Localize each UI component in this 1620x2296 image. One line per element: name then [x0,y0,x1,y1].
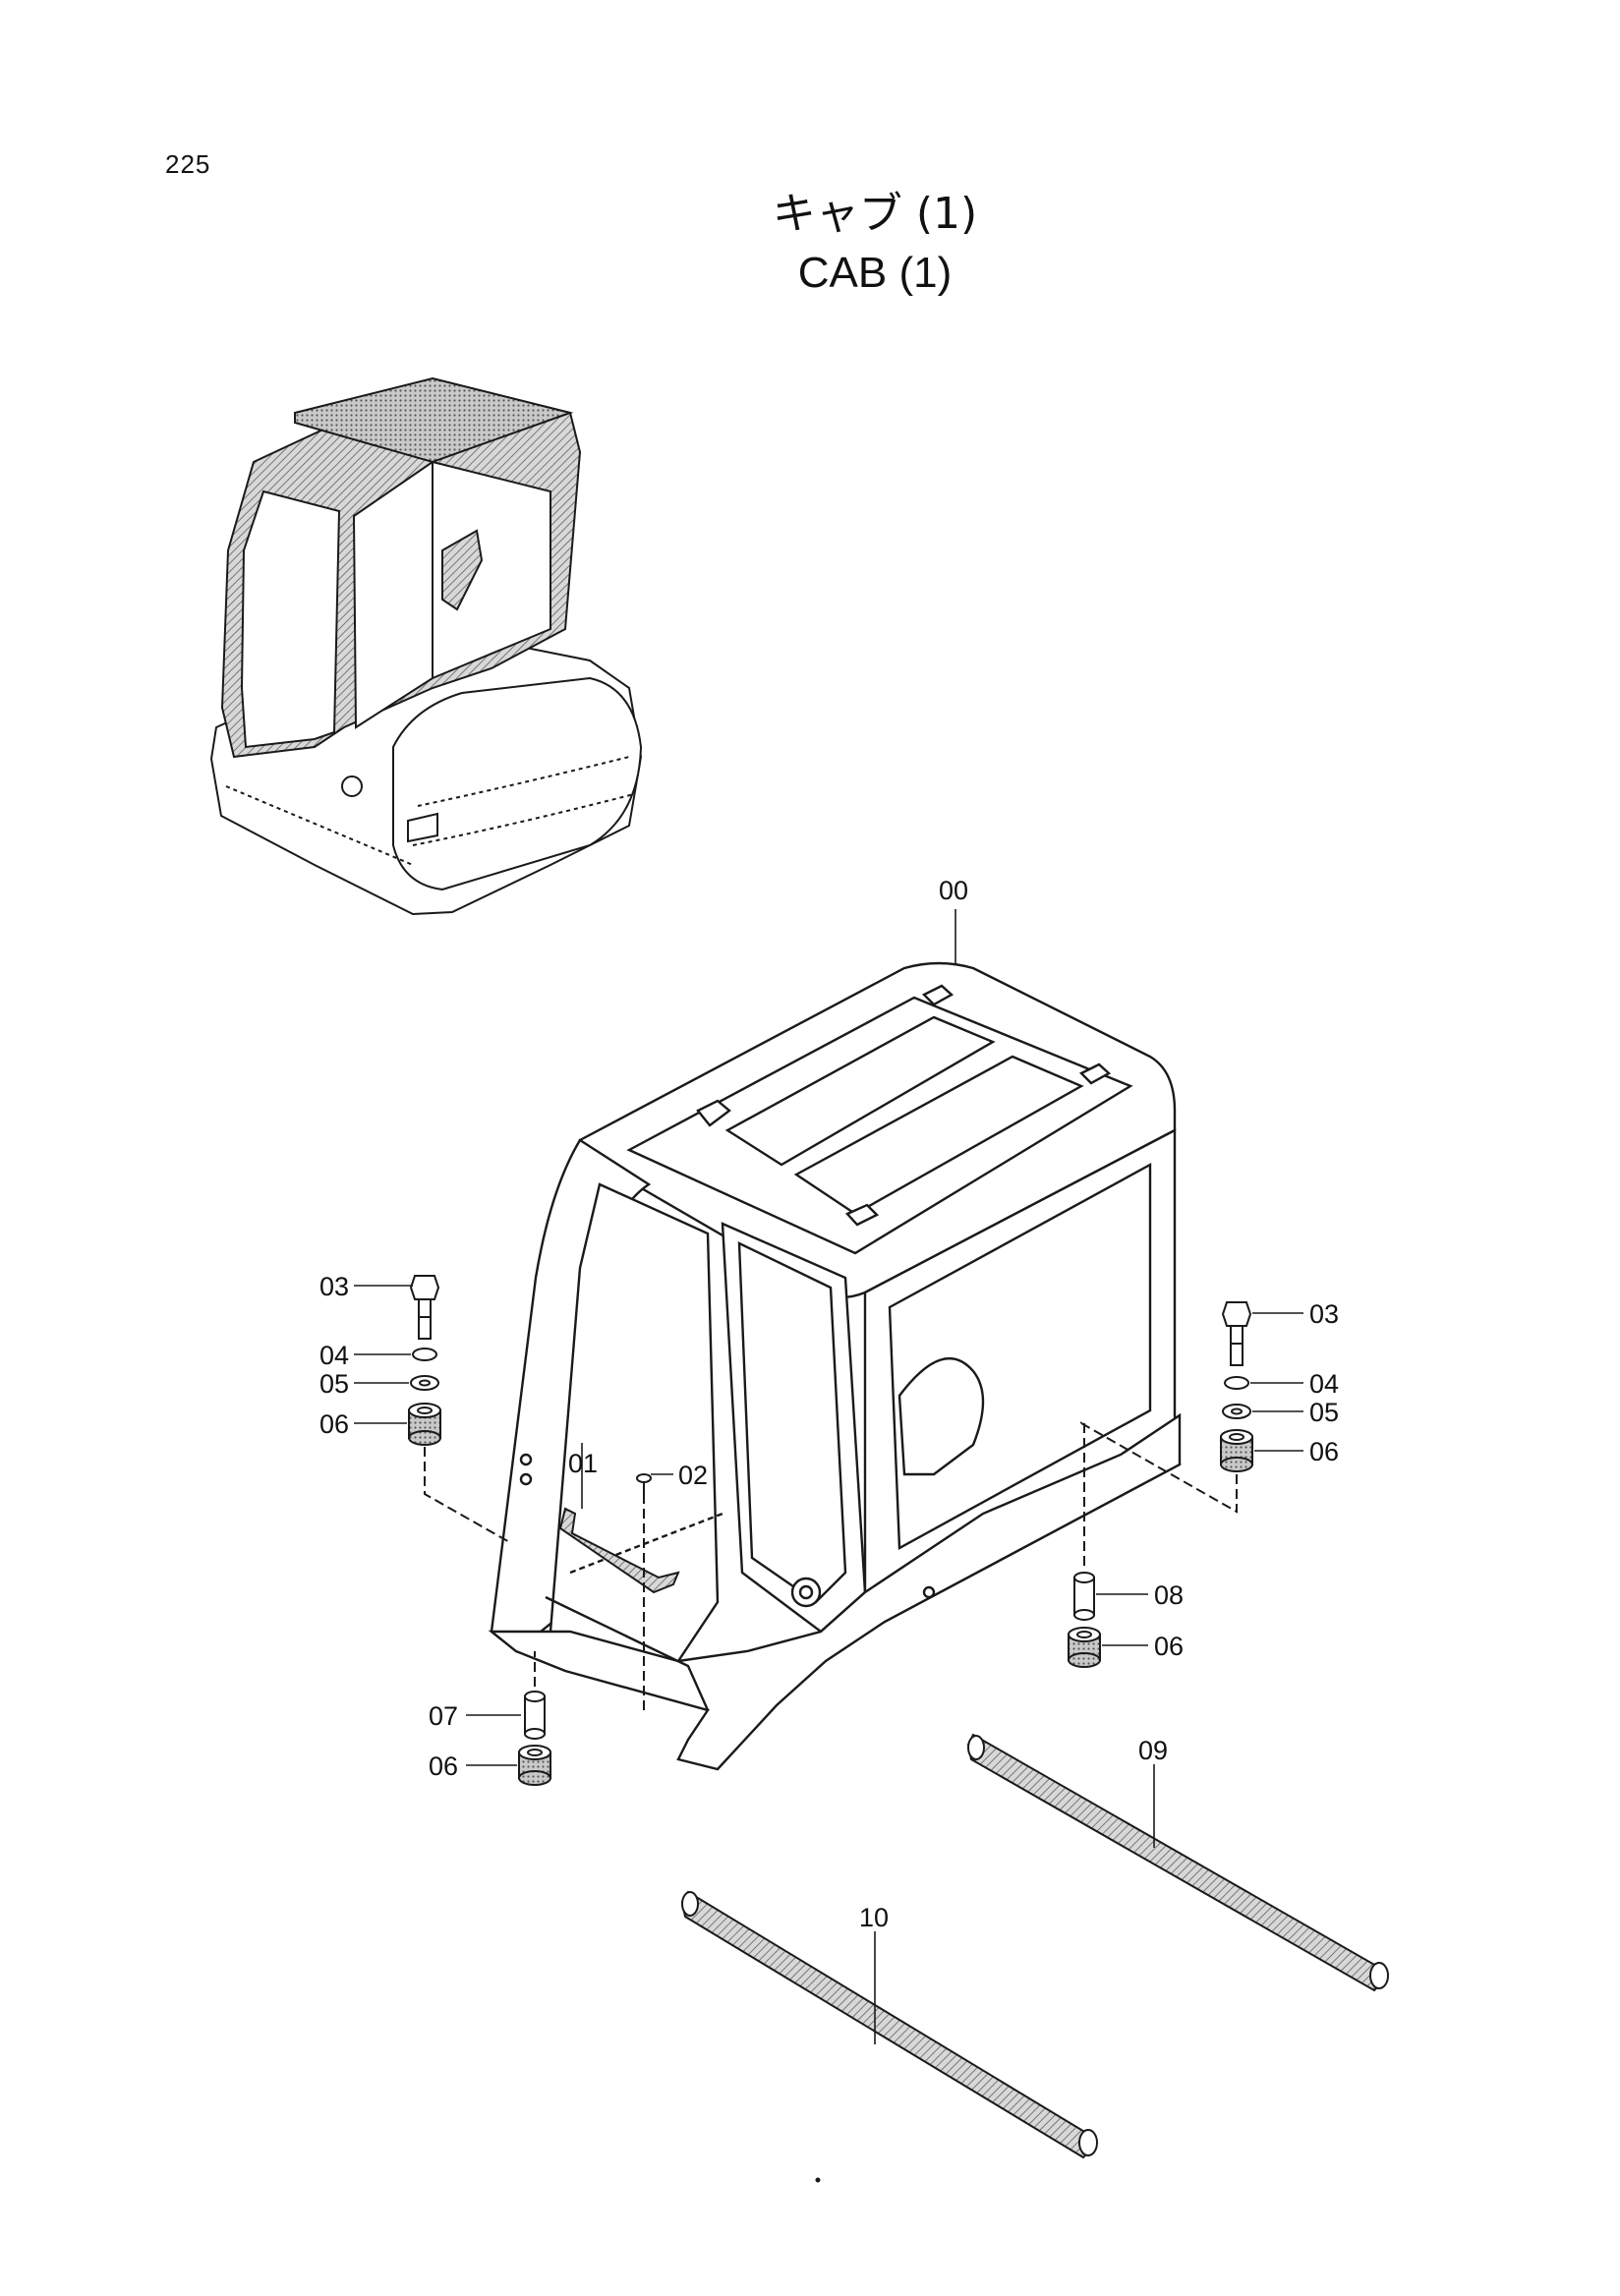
callout-06-right: 06 [1309,1437,1339,1466]
callout-03-left: 03 [319,1272,349,1301]
callout-01: 01 [568,1449,598,1478]
callout-07: 07 [429,1701,458,1731]
callout-06-bottom-left: 06 [429,1751,458,1781]
callout-05-right: 05 [1309,1398,1339,1427]
callout-06-left: 06 [319,1409,349,1439]
cab-lower-body [488,1412,1182,1771]
bushing-part-06-bottom-right [1068,1627,1101,1668]
spacer-part-07 [524,1651,546,1740]
bushing-part-06-right [1220,1429,1253,1472]
callout-05-left: 05 [319,1369,349,1399]
page-number: 225 [165,149,211,179]
callout-10: 10 [859,1903,889,1932]
right-fastener-stack [1080,1301,1253,1514]
spacer-part-08 [1073,1423,1095,1621]
callout-03-right: 03 [1309,1299,1339,1329]
cab-door-frame [721,1222,867,1634]
lock-washer-part-04-left [412,1348,437,1361]
bracket-part-01 [558,1507,680,1594]
callout-labels: 00 01 02 03 04 05 06 03 04 05 06 07 06 0… [319,876,1339,1932]
bolt-part-03-right [1221,1301,1252,1327]
seal-strip-part-09 [966,1733,1389,1992]
seal-strip-part-10 [680,1890,1098,2159]
stray-dot [815,2177,821,2183]
cab-assembly [488,961,1182,1771]
location-thumbnail [209,376,643,916]
callout-00: 00 [939,876,968,905]
lock-washer-part-04-right [1224,1376,1249,1390]
bushing-part-06-left [408,1403,441,1446]
callout-06-bottom-right: 06 [1154,1632,1184,1661]
bushing-part-06-bottom-left [518,1745,551,1786]
left-fastener-stack [408,1275,512,1544]
callout-04-left: 04 [319,1341,349,1370]
title-english: CAB (1) [797,249,953,297]
callout-02: 02 [678,1461,708,1490]
callout-04-right: 04 [1309,1369,1339,1399]
title-japanese: キャブ (1) [772,189,978,239]
bolt-part-03-left [409,1275,440,1300]
callout-09: 09 [1138,1736,1168,1765]
callout-08: 08 [1154,1580,1184,1610]
leader-lines [354,909,1303,2044]
cab-frame-highlight [220,376,582,759]
screw-part-02 [636,1473,652,1504]
